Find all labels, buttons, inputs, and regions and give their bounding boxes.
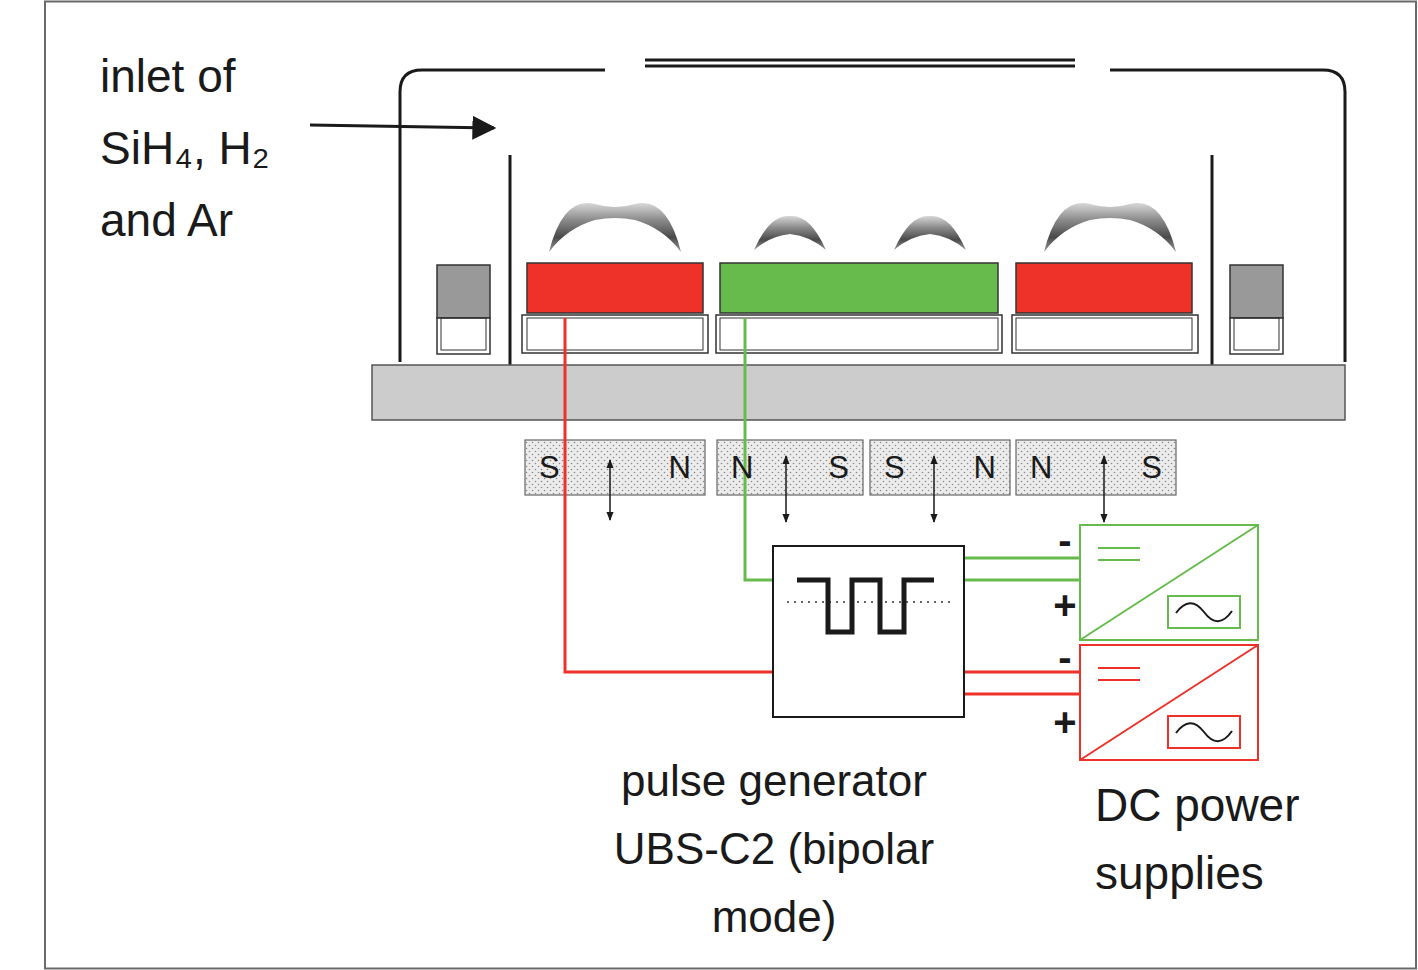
dark-shield — [1230, 318, 1283, 354]
frame — [45, 2, 1416, 969]
plasma — [894, 216, 966, 250]
wire — [965, 579, 1080, 582]
magnet-block: SN — [870, 440, 1010, 495]
substrate — [645, 65, 1075, 68]
magnet-pole: S — [828, 452, 849, 483]
magnet-block: SN — [525, 440, 705, 495]
terminal-sign: - — [1050, 637, 1080, 677]
wire — [565, 318, 772, 672]
gas-inlet-label: inlet of SiH₄, H₂ and Ar — [100, 40, 315, 256]
device-caption: pulse generator UBS-C2 (bipolar mode) — [564, 747, 984, 951]
terminal-sign: + — [1050, 702, 1080, 742]
cathode — [720, 318, 998, 350]
magnet — [717, 440, 863, 495]
cathode — [522, 315, 708, 353]
magnet-pole: S — [884, 452, 905, 483]
terminal-sign: + — [1050, 585, 1080, 625]
pulse-generator-box: pulse generator UBS-C2 (bipolar mode) — [772, 545, 965, 718]
magnet — [525, 440, 705, 495]
dark-shield — [441, 318, 486, 350]
magnet — [870, 440, 1010, 495]
dark-shield — [437, 265, 490, 318]
gas-inlet-arrow — [310, 125, 494, 128]
cathode — [1012, 315, 1198, 353]
device-caption: DC power supplies — [1095, 771, 1385, 907]
shield — [509, 155, 512, 365]
shield — [1211, 155, 1214, 365]
target — [527, 263, 703, 313]
magnet-block: NS — [717, 440, 863, 495]
target — [1016, 263, 1192, 313]
plasma — [1044, 203, 1176, 252]
substrate — [645, 59, 1075, 62]
magnet-pole: S — [1141, 452, 1162, 483]
cathode — [1016, 318, 1192, 350]
magnet — [1016, 440, 1176, 495]
plasma — [754, 216, 826, 250]
dark-shield — [1230, 265, 1283, 318]
target — [720, 263, 998, 313]
dc-supply-symbol — [1080, 645, 1258, 760]
plasma — [549, 203, 681, 252]
magnet-block: NS — [1016, 440, 1176, 495]
magnet-pole: N — [669, 452, 691, 483]
dark-shield — [437, 318, 490, 354]
terminal-sign: - — [1050, 520, 1080, 560]
dark-shield — [1234, 318, 1279, 350]
wire — [745, 318, 772, 580]
pulse-symbol — [797, 580, 934, 632]
wire — [965, 693, 1080, 696]
cathode — [716, 315, 1002, 353]
zero-line — [787, 601, 950, 603]
dc-supply-symbol — [1080, 525, 1258, 640]
magnet-pole: N — [731, 452, 753, 483]
magnet-pole: S — [539, 452, 560, 483]
magnet-pole: N — [974, 452, 996, 483]
cathode — [527, 318, 703, 350]
base-plate — [372, 365, 1345, 420]
magnet-pole: N — [1030, 452, 1052, 483]
